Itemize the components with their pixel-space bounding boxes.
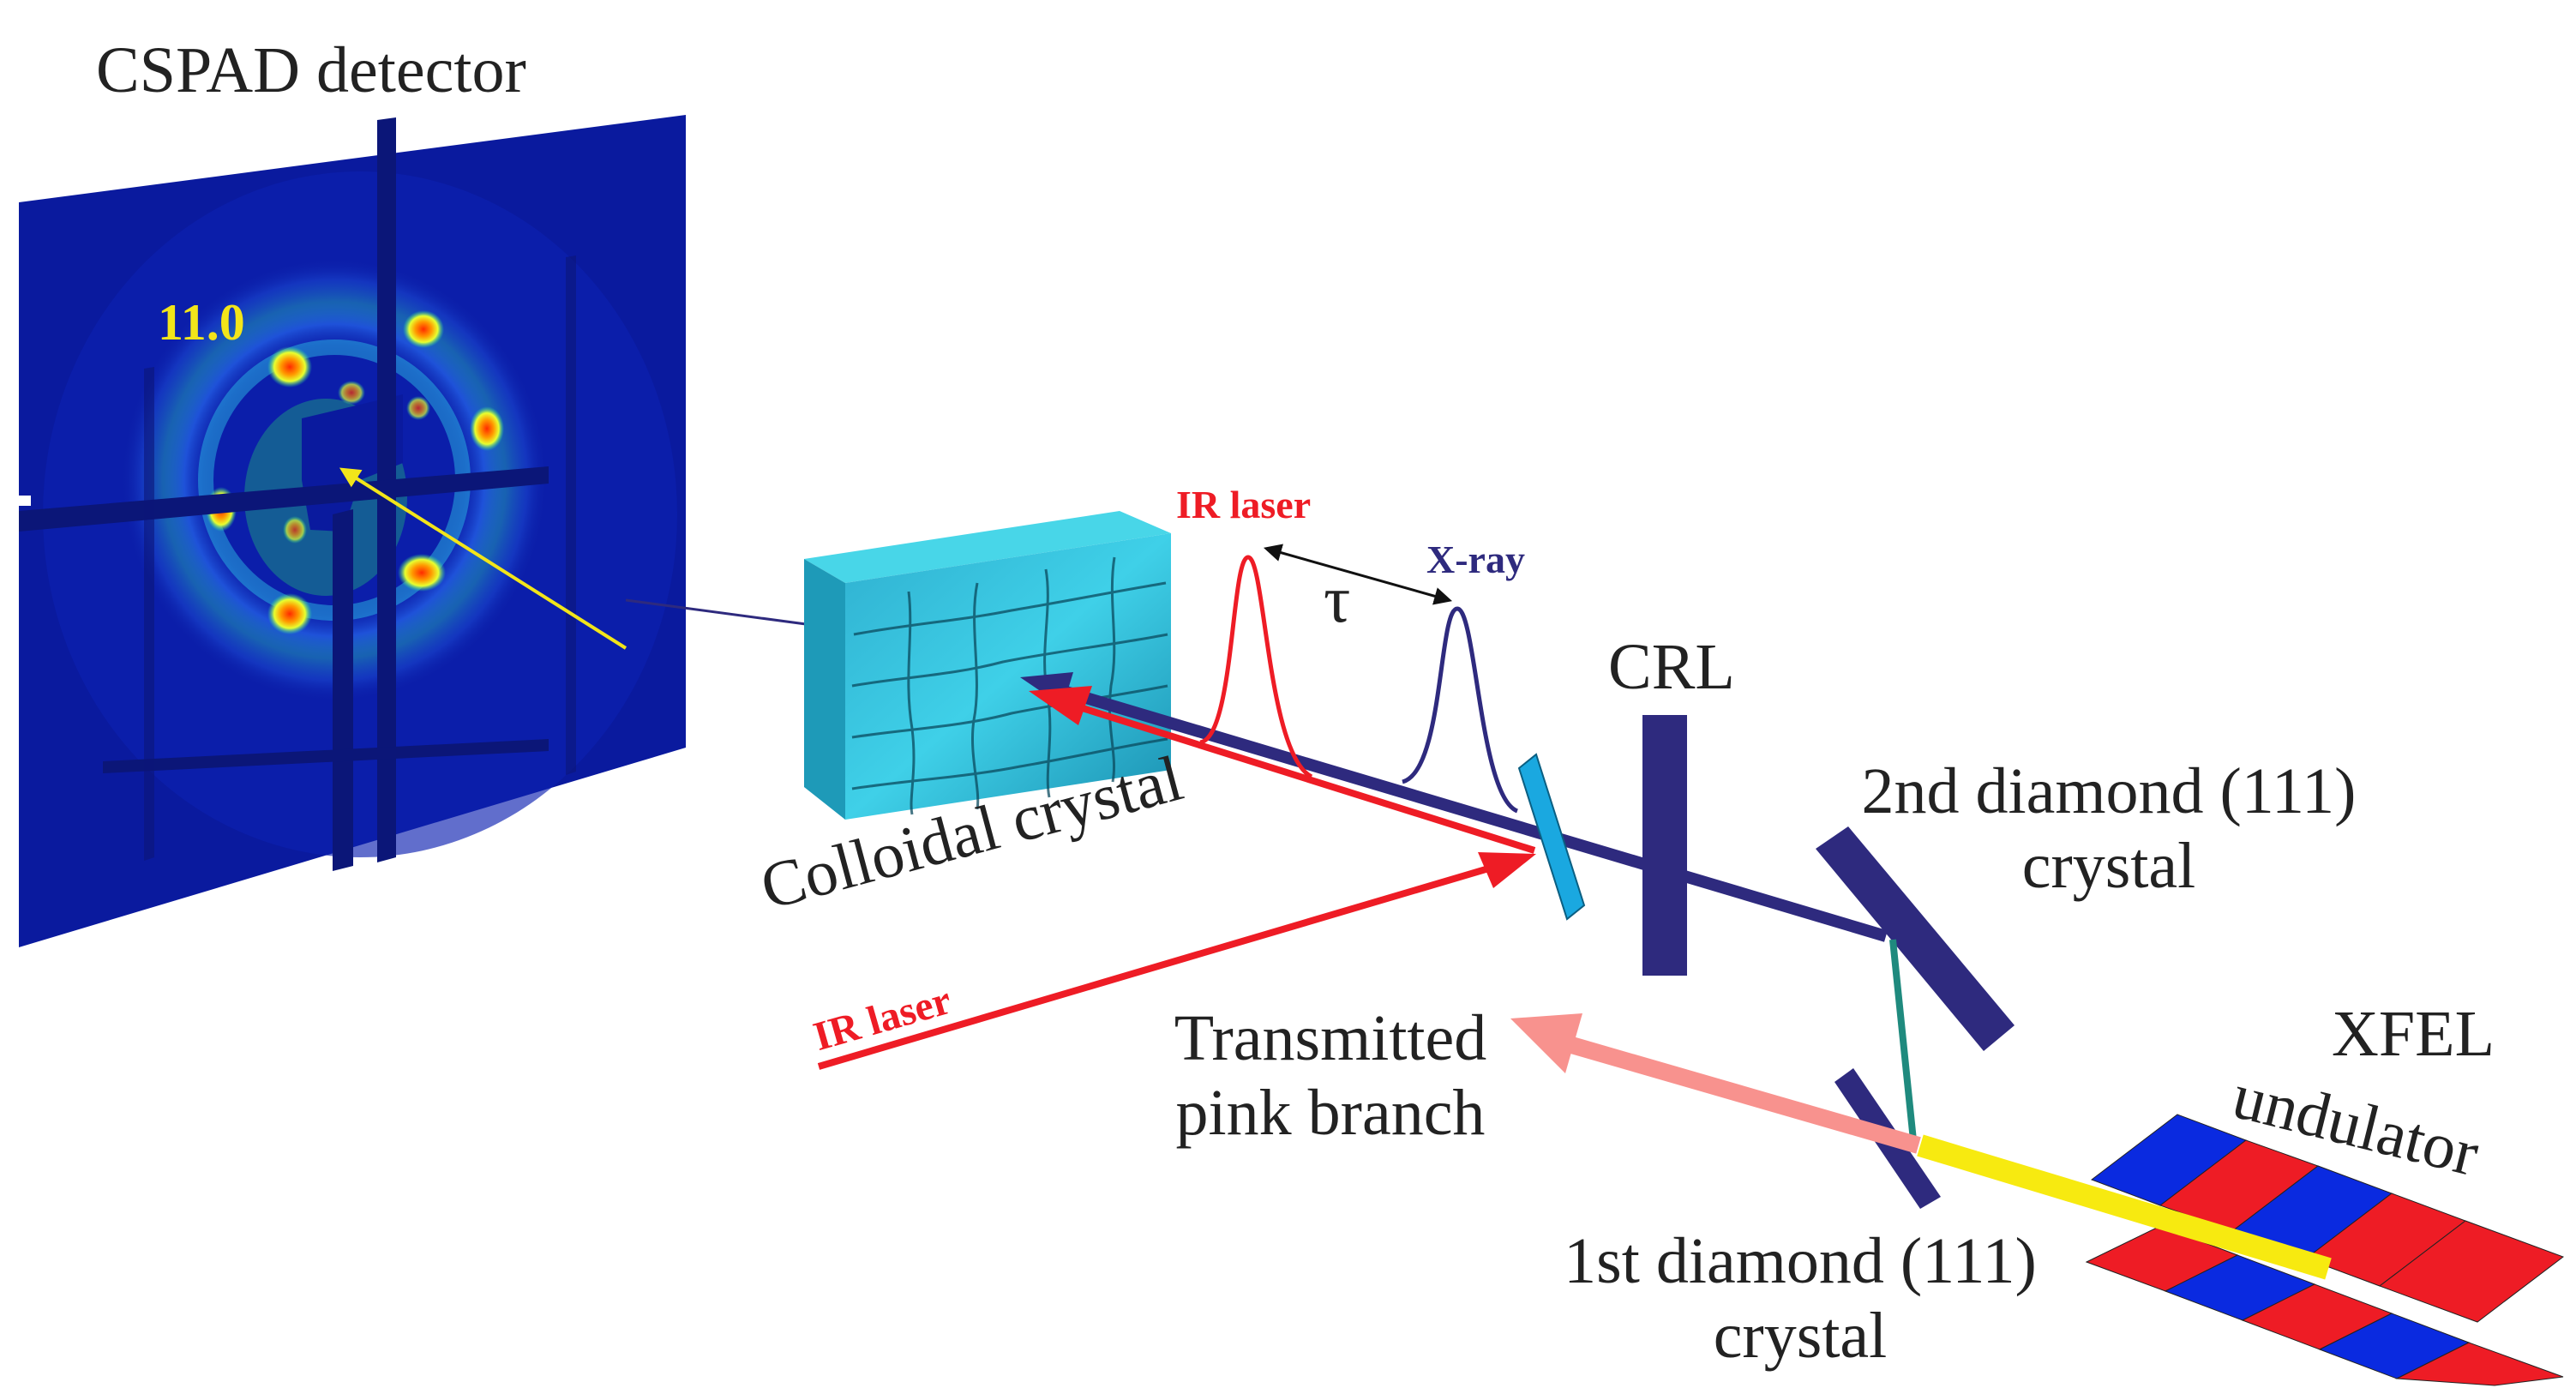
crl-label: CRL: [1608, 631, 1735, 703]
xray-beam-main: [1044, 680, 1888, 942]
pink-beam-arrowhead: [1510, 1013, 1582, 1073]
module-gap-vertical: [566, 255, 576, 775]
transmitted-branch-label-line1: Transmitted: [1174, 1002, 1487, 1074]
ir-laser-pulse-label: IR laser: [1176, 483, 1312, 526]
colloidal-crystal: [804, 511, 1171, 820]
undulator-magnet: [2395, 1342, 2564, 1386]
crystal-top-face: [804, 511, 1171, 583]
bragg-spot: [267, 593, 312, 634]
crl-lens: [1642, 715, 1687, 976]
cspad-detector: [19, 115, 686, 947]
detector-edge-mark: [19, 496, 31, 506]
undulator-magnet: [2378, 1220, 2565, 1323]
crystal-left-face: [804, 559, 845, 820]
reflection-index: 11.0: [158, 294, 245, 351]
module-gap-vertical: [144, 367, 154, 861]
xfel-beam: [1917, 1134, 2332, 1280]
crystal-front-face: [845, 533, 1171, 820]
second-crystal-label-line2: crystal: [2021, 830, 2196, 903]
ir-laser-pulse: [1199, 555, 1313, 779]
bragg-spot: [283, 516, 307, 544]
bragg-spot: [470, 406, 504, 451]
detector-title: CSPAD detector: [96, 34, 526, 106]
xray-pulse-label: X-ray: [1426, 538, 1525, 581]
first-crystal-label-line2: crystal: [1713, 1300, 1888, 1373]
inter-crystal-beam: [1889, 939, 1917, 1141]
second-diamond-crystal: [1816, 826, 2015, 1051]
delay-arrow: [1263, 544, 1453, 605]
bragg-spot: [338, 381, 365, 405]
diffracted-beam-arrow: [339, 467, 627, 650]
second-crystal-label-line1: 2nd diamond (111): [1861, 755, 2357, 827]
xray-pulse: [1402, 606, 1519, 814]
delay-symbol: τ: [1324, 562, 1351, 636]
bragg-spot: [398, 554, 446, 592]
crystal-grain-boundaries: [851, 556, 1168, 815]
bragg-spot: [403, 310, 444, 348]
laser-mirror: [1517, 753, 1586, 921]
second-crystal-label: 2nd diamond (111) crystal: [1852, 754, 2366, 904]
ir-laser-beam-input: [817, 864, 1493, 1070]
transmitted-pink-beam: [1566, 1036, 1921, 1154]
xfel-label: XFEL: [2332, 998, 2495, 1070]
ir-laser-arrowhead-crystal: [1029, 686, 1092, 725]
bragg-spot: [267, 346, 312, 388]
xfel-undulator: [2085, 1114, 2565, 1386]
bragg-spot: [406, 396, 430, 420]
ir-laser-beam-main: [1070, 701, 1536, 854]
module-gap-horizontal: [103, 739, 549, 773]
xray-beam-to-detector: [625, 598, 807, 626]
first-crystal-label-line1: 1st diamond (111): [1564, 1225, 2037, 1297]
transmitted-branch-label-line2: pink branch: [1175, 1077, 1486, 1150]
first-crystal-label: 1st diamond (111) crystal: [1526, 1224, 2075, 1374]
module-gap-vertical: [333, 509, 353, 871]
ir-laser-arrowhead-mirror: [1478, 852, 1536, 888]
transmitted-branch-label: Transmitted pink branch: [1150, 1001, 1510, 1151]
